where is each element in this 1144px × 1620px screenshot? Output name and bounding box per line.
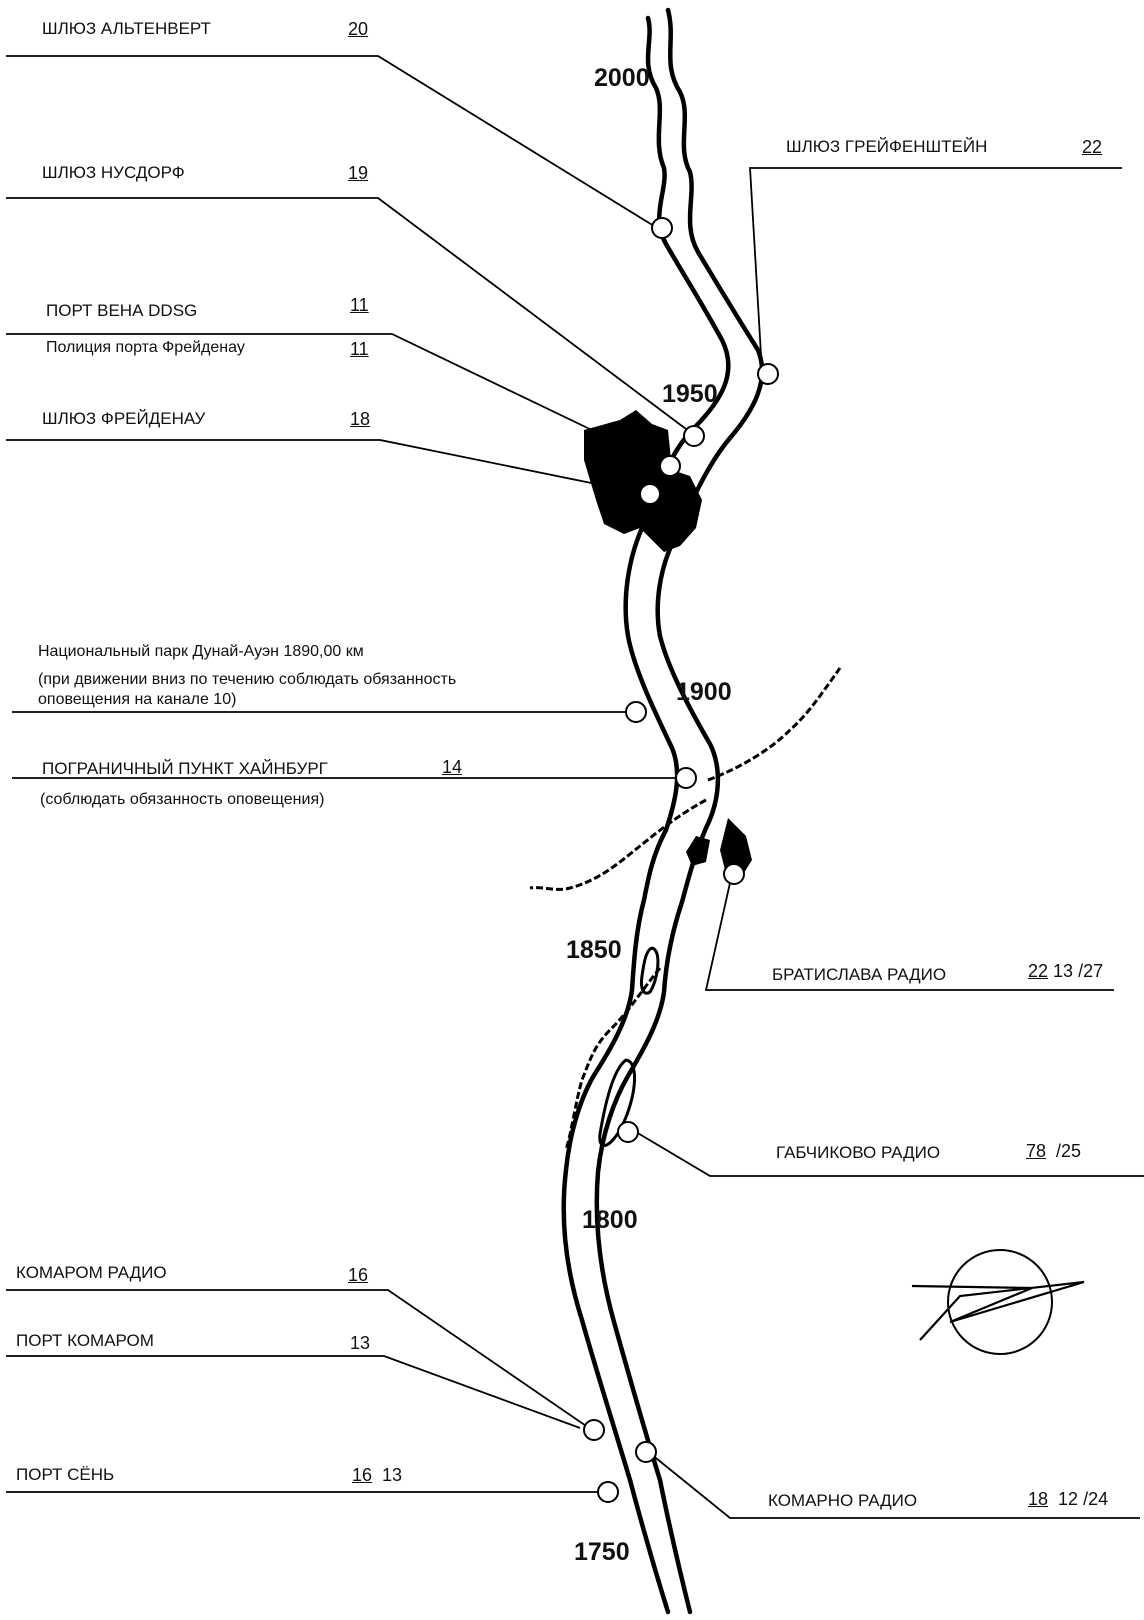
km-marker-1800: 1800 xyxy=(582,1206,638,1234)
station-label-gabcikovo: ГАБЧИКОВО РАДИО xyxy=(776,1143,941,1162)
north-arrow-icon xyxy=(911,1249,1085,1355)
channel-freudenau: 18 xyxy=(350,409,371,429)
channel-bratislava-rest: 13 /27 xyxy=(1053,961,1104,981)
channel-port-szony-rest: 13 xyxy=(382,1465,403,1485)
marker-hainburg xyxy=(675,767,697,789)
channel-komarno-radio: 18 12 /24 xyxy=(1028,1490,1108,1508)
channel-nussdorf: 19 xyxy=(348,163,369,183)
station-label-vienna-port: ПОРТ ВЕНА DDSG xyxy=(46,301,198,320)
hainburg-note: (соблюдать обязанность оповещения) xyxy=(40,791,325,808)
leader-lines xyxy=(6,55,1144,1519)
station-label-greifenstein: ШЛЮЗ ГРЕЙФЕНШТЕЙН xyxy=(786,137,988,156)
channel-port-police: 11 xyxy=(350,339,369,359)
station-label-komarom-radio: КОМАРОМ РАДИО xyxy=(16,1263,167,1282)
marker-greifenstein xyxy=(757,363,779,385)
park-note-line-1: Национальный парк Дунай-Ауэн 1890,00 км xyxy=(38,643,364,660)
channel-port-szony: 16 13 xyxy=(352,1466,402,1484)
marker-vienna-port xyxy=(659,455,681,477)
marker-freudenau xyxy=(639,483,661,505)
channel-hainburg: 14 xyxy=(442,757,463,777)
km-marker-1950: 1950 xyxy=(662,380,718,408)
marker-donau-auen xyxy=(625,701,647,723)
station-label-port-komarom: ПОРТ КОМАРОМ xyxy=(16,1331,154,1350)
channel-port-komarom: 13 xyxy=(350,1333,371,1353)
channel-gabcikovo-main: 78 xyxy=(1026,1141,1047,1161)
channel-port-szony-main: 16 xyxy=(352,1465,373,1485)
km-marker-1750: 1750 xyxy=(574,1538,630,1566)
channel-komarno-main: 18 xyxy=(1028,1489,1049,1509)
station-label-freudenau: ШЛЮЗ ФРЕЙДЕНАУ xyxy=(42,409,206,428)
marker-nussdorf xyxy=(683,425,705,447)
channel-komarom-radio: 16 xyxy=(348,1265,369,1285)
station-label-altenwoerth: ШЛЮЗ АЛЬТЕНВЕРТ xyxy=(42,19,211,38)
station-label-komarno-radio: КОМАРНО РАДИО xyxy=(768,1491,918,1510)
km-marker-2000: 2000 xyxy=(594,64,650,92)
station-label-hainburg: ПОГРАНИЧНЫЙ ПУНКТ ХАЙНБУРГ xyxy=(42,759,328,778)
park-note-line-2: (при движении вниз по течению соблюдать … xyxy=(38,671,457,688)
channel-gabcikovo-rest: /25 xyxy=(1056,1141,1082,1161)
channel-bratislava-main: 22 xyxy=(1028,961,1049,981)
km-marker-1900: 1900 xyxy=(676,678,732,706)
marker-gabcikovo xyxy=(617,1121,639,1143)
vienna-city xyxy=(584,410,702,552)
bratislava-west xyxy=(686,836,710,866)
channel-vienna-port: 11 xyxy=(350,295,369,315)
station-label-port-szony: ПОРТ СЁНЬ xyxy=(16,1465,115,1484)
station-label-bratislava: БРАТИСЛАВА РАДИО xyxy=(772,965,947,984)
station-label-port-police: Полиция порта Фрейденау xyxy=(46,339,245,356)
river xyxy=(561,7,765,1615)
station-label-nussdorf: ШЛЮЗ НУСДОРФ xyxy=(42,163,185,182)
marker-altenwoerth xyxy=(651,217,673,239)
channel-gabcikovo: 78 /25 xyxy=(1026,1142,1081,1160)
bratislava-city xyxy=(720,818,752,876)
marker-komarno xyxy=(635,1441,657,1463)
channel-greifenstein: 22 xyxy=(1082,137,1103,157)
marker-szony xyxy=(597,1481,619,1503)
tributaries xyxy=(529,667,842,1151)
channel-komarno-rest: 12 /24 xyxy=(1058,1489,1109,1509)
channel-bratislava: 22 13 /27 xyxy=(1028,962,1103,980)
channel-altenwoerth: 20 xyxy=(348,19,369,39)
marker-bratislava xyxy=(723,863,745,885)
marker-komarom xyxy=(583,1419,605,1441)
km-marker-1850: 1850 xyxy=(566,936,622,964)
station-markers xyxy=(583,217,779,1503)
park-note-line-3: оповещения на канале 10) xyxy=(38,691,237,708)
